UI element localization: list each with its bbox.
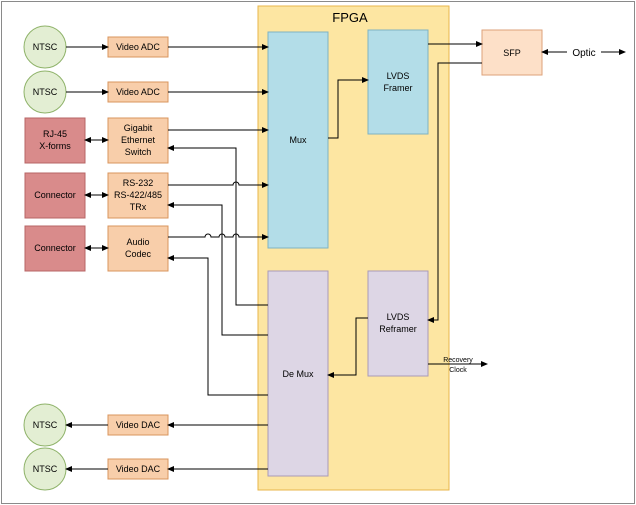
video-dac-1-label: Video DAC bbox=[116, 420, 161, 430]
mux-label: Mux bbox=[289, 135, 307, 145]
connector-2-block bbox=[24, 225, 86, 272]
ntsc-output-1-label: NTSC bbox=[33, 420, 58, 430]
wire-reframer-demux bbox=[327, 317, 368, 378]
ntsc-input-2-label: NTSC bbox=[33, 87, 58, 97]
gig-switch-line2: Ethernet bbox=[121, 135, 156, 145]
wire-demux-audio bbox=[167, 255, 268, 396]
wire-sfp-reframer bbox=[427, 62, 482, 323]
rs-trx-line3: TRx bbox=[130, 202, 147, 212]
wire-mux-framer bbox=[328, 77, 369, 139]
wire-demux-switch bbox=[167, 145, 268, 306]
video-adc-1-label: Video ADC bbox=[116, 42, 160, 52]
lvds-framer-block bbox=[367, 29, 429, 135]
wire-demux-rs bbox=[167, 202, 268, 336]
audio-codec-line2: Codec bbox=[125, 249, 152, 259]
optic-label: Optic bbox=[572, 48, 595, 59]
ntsc-input-1-label: NTSC bbox=[33, 42, 58, 52]
gig-switch-line1: Gigabit bbox=[124, 123, 153, 133]
audio-codec-line1: Audio bbox=[126, 237, 149, 247]
rj45-line2: X-forms bbox=[39, 141, 71, 151]
recovery-clock-line2: Clock bbox=[449, 367, 467, 374]
connector-1-label: Connector bbox=[34, 190, 76, 200]
rs-trx-line2: RS-422/485 bbox=[114, 190, 162, 200]
sfp-block bbox=[481, 29, 543, 76]
fpga-title: FPGA bbox=[332, 10, 368, 25]
gig-switch-line3: Switch bbox=[125, 147, 152, 157]
rs-trx-line1: RS-232 bbox=[123, 178, 154, 188]
lvds-reframer-line2: Reframer bbox=[379, 324, 417, 334]
video-adc-2-label: Video ADC bbox=[116, 87, 160, 97]
lvds-framer-line1: LVDS bbox=[387, 71, 410, 81]
rs-trx-block bbox=[107, 172, 169, 219]
demux-label: De Mux bbox=[282, 369, 314, 379]
demux-block bbox=[267, 270, 329, 477]
lvds-reframer-line1: LVDS bbox=[387, 312, 410, 322]
rj45-line1: RJ-45 bbox=[43, 129, 67, 139]
ntsc-output-2-label: NTSC bbox=[33, 464, 58, 474]
video-dac-2-label: Video DAC bbox=[116, 464, 161, 474]
sfp-label: SFP bbox=[503, 48, 521, 58]
lvds-framer-line2: Framer bbox=[384, 83, 413, 93]
lvds-reframer-block bbox=[367, 270, 429, 377]
rj45-xforms-block bbox=[24, 117, 86, 164]
mux-block bbox=[267, 31, 329, 249]
recovery-clock-line1: Recovery bbox=[443, 357, 473, 364]
connector-2-label: Connector bbox=[34, 243, 76, 253]
